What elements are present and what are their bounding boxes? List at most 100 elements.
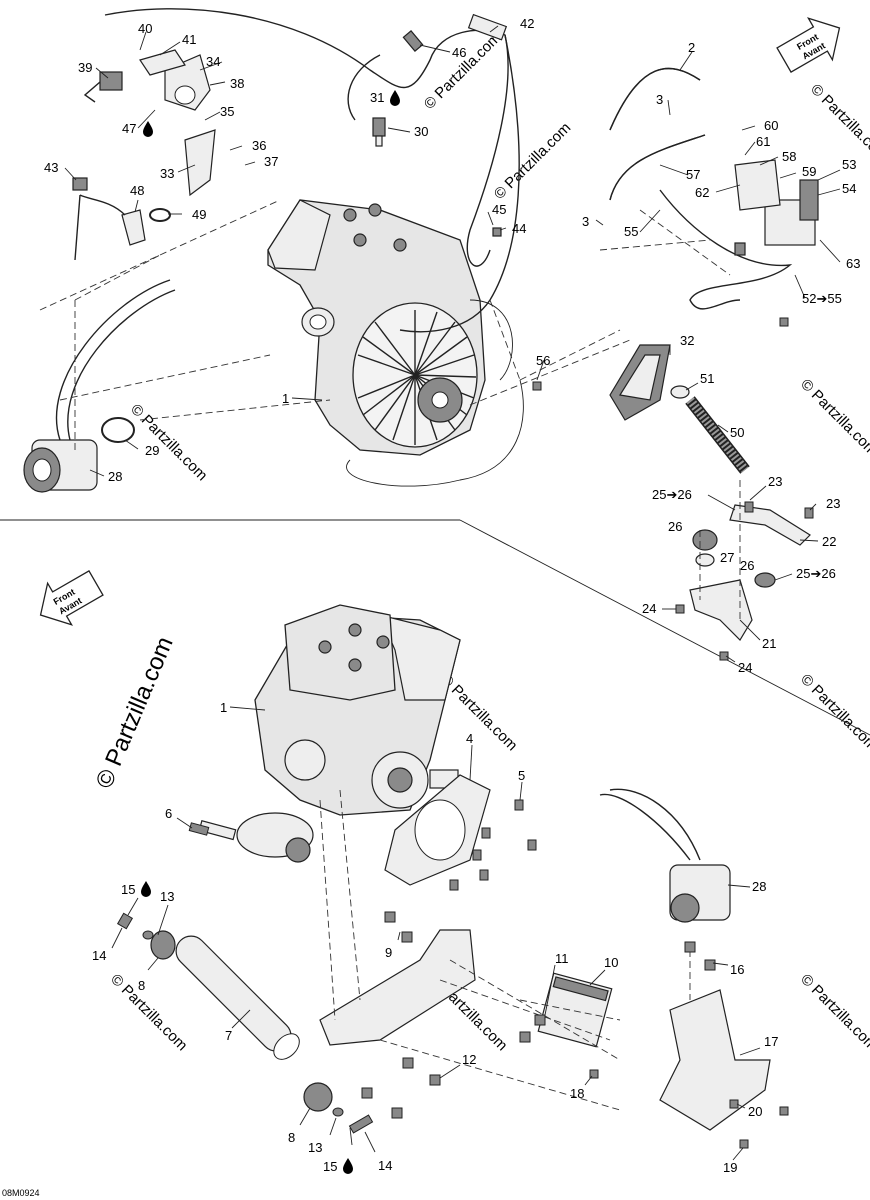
mount-tube	[175, 935, 300, 1060]
washer-26	[695, 553, 715, 567]
connector-55	[734, 242, 746, 256]
upper-engine	[267, 199, 486, 456]
cover-plate-hole	[414, 799, 466, 861]
callout-33: 33	[160, 166, 174, 181]
ground-wire	[659, 189, 793, 310]
callout-26: 26	[668, 519, 682, 534]
callout-19: 19	[723, 1160, 737, 1175]
front-arrow-upper: Front Avant	[776, 17, 841, 74]
callout-35: 35	[220, 104, 234, 119]
oil-hose	[609, 67, 706, 201]
watermark-tile: © Partzilla.com	[491, 119, 574, 202]
watermark-tile: © Partzilla.com	[107, 971, 190, 1054]
callout-6: 6	[165, 806, 172, 821]
callout-3-lower: 3	[582, 214, 589, 229]
wire-43	[79, 194, 126, 216]
filler-grommet	[670, 385, 690, 399]
callout-31: 31	[370, 90, 384, 105]
callout-leaders	[64, 25, 841, 1161]
callout-4: 4	[466, 731, 473, 746]
callout-29: 29	[145, 443, 159, 458]
carburetor-upper	[23, 279, 176, 493]
callout-8-lower: 8	[288, 1130, 295, 1145]
callout-30: 30	[414, 124, 428, 139]
callout-61: 61	[756, 134, 770, 149]
throttle-housing	[139, 49, 216, 197]
callout-57: 57	[686, 167, 700, 182]
callout-9: 9	[385, 945, 392, 960]
callout-37: 37	[264, 154, 278, 169]
callout-50: 50	[730, 425, 744, 440]
wiring-harness-main	[399, 34, 520, 333]
connector-42	[467, 13, 508, 41]
callout-22: 22	[822, 534, 836, 549]
clamp	[101, 417, 135, 443]
callout-34: 34	[206, 54, 220, 69]
callout-43: 43	[44, 160, 58, 175]
callout-16: 16	[730, 962, 744, 977]
callout-2: 2	[688, 40, 695, 55]
connector-43	[72, 177, 88, 191]
assembly-lines	[39, 199, 741, 1111]
starter-motor	[198, 812, 314, 863]
watermark-side: © Partzilla.com	[91, 633, 179, 792]
rubber-bumper-upper	[150, 930, 176, 960]
connector-46	[402, 30, 424, 52]
callout-38: 38	[230, 76, 244, 91]
callout-13: 13	[160, 889, 174, 904]
callout-45: 45	[492, 202, 506, 217]
callout-49: 49	[192, 207, 206, 222]
washer-25	[754, 572, 776, 588]
callout-15: 15	[121, 882, 135, 897]
rubber-pad	[537, 972, 613, 1048]
plug-wire	[347, 54, 381, 121]
adhesive-drops	[141, 90, 400, 1174]
sensor-39	[83, 71, 123, 103]
callout-11: 11	[555, 951, 569, 966]
callout-15-lower: 15	[323, 1159, 337, 1174]
callout-1-upper: 1	[282, 391, 289, 406]
callout-26-right: 26	[740, 558, 754, 573]
callout-7: 7	[225, 1028, 232, 1043]
watermark-tile: © Partzilla.com	[797, 671, 870, 754]
callouts-lower: 1 4 5 6 7 8 8 9 10 11 12 13 13 14 14 15 …	[92, 700, 778, 1175]
mount-bracket-22	[729, 504, 811, 546]
callouts-upper: 1 2 3 3 21 22 23 23 24 24 25➔26 25➔26 26…	[44, 16, 860, 675]
drop-icon	[141, 881, 151, 897]
watermark-tile: © Partzilla.com	[807, 81, 870, 164]
callout-60: 60	[764, 118, 778, 133]
callout-25-26-right: 25➔26	[796, 566, 836, 581]
rubber-bumper-lower	[303, 1082, 333, 1112]
callout-59: 59	[802, 164, 816, 179]
drawing-code: 08M0924	[2, 1188, 40, 1198]
callout-44: 44	[512, 221, 526, 236]
fasteners	[116, 317, 814, 1149]
wiring-harness-upper	[104, 8, 509, 267]
drop-icon	[143, 121, 153, 137]
coil-bracket	[734, 159, 781, 211]
callout-56: 56	[536, 353, 550, 368]
watermark-tile: © Partzilla.com	[421, 29, 504, 112]
callout-28-lower: 28	[752, 879, 766, 894]
callout-12: 12	[462, 1052, 476, 1067]
callout-52-55: 52➔55	[802, 291, 842, 306]
callout-54: 54	[842, 181, 856, 196]
lower-engine	[254, 604, 461, 816]
callout-23-right: 23	[826, 496, 840, 511]
loop-line-2	[469, 299, 513, 381]
mount-bracket-21	[689, 579, 753, 641]
callout-58: 58	[782, 149, 796, 164]
callout-13-lower: 13	[308, 1140, 322, 1155]
callout-41: 41	[182, 32, 196, 47]
carburetor-lower	[599, 788, 731, 923]
callout-62: 62	[695, 185, 709, 200]
callout-20: 20	[748, 1104, 762, 1119]
callout-3: 3	[656, 92, 663, 107]
callout-10: 10	[604, 955, 618, 970]
callout-14: 14	[92, 948, 106, 963]
callout-46: 46	[452, 45, 466, 60]
callout-42: 42	[520, 16, 534, 31]
drop-icon	[390, 90, 400, 106]
watermark-tile: © Partzilla.com	[797, 376, 870, 459]
